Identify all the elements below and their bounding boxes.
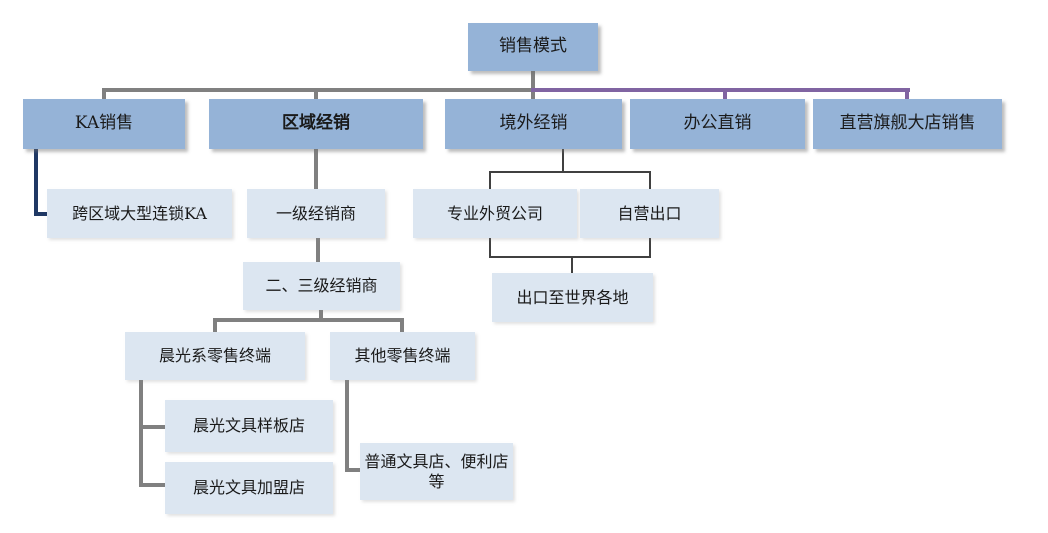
connector-mg-sample-h xyxy=(139,425,167,429)
connector-stub-flagship xyxy=(905,88,909,99)
node-export-worldwide: 出口至世界各地 xyxy=(492,273,653,322)
node-regional-distribution: 区域经销 xyxy=(209,99,423,149)
connector-root-drop xyxy=(531,71,535,99)
connector-export-world-stub xyxy=(571,256,573,273)
connector-trunk-right xyxy=(531,88,910,92)
node-mg-franchise-store: 晨光文具加盟店 xyxy=(165,462,333,514)
connector-ka-elbow-v xyxy=(34,149,38,216)
connector-stub-self-export xyxy=(649,171,651,189)
connector-tier23-drop xyxy=(319,310,323,322)
node-general-stationery-stores: 普通文具店、便利店等 xyxy=(360,443,513,500)
connector-stub-ka-sales xyxy=(102,88,106,99)
connector-tier1-tier23 xyxy=(316,238,320,262)
connector-other-general-h xyxy=(345,468,362,472)
node-mg-sample-store: 晨光文具样板店 xyxy=(165,400,333,452)
node-flagship-store-sales: 直营旗舰大店销售 xyxy=(813,99,1002,149)
connector-stub-other-retail xyxy=(400,318,404,332)
connector-stub-trade xyxy=(489,171,491,189)
node-trade-companies: 专业外贸公司 xyxy=(413,189,577,238)
connector-regional-tier1 xyxy=(314,149,318,189)
node-self-export: 自营出口 xyxy=(580,189,719,238)
node-office-direct-sales: 办公直销 xyxy=(630,99,805,149)
node-mg-retail-terminals: 晨光系零售终端 xyxy=(125,332,305,380)
connector-ka-elbow-h xyxy=(34,212,49,216)
connector-other-children-v xyxy=(345,380,349,472)
connector-export-join-h xyxy=(489,256,651,258)
node-overseas-distribution: 境外经销 xyxy=(445,99,622,149)
node-cross-region-ka: 跨区域大型连锁KA xyxy=(47,189,232,238)
connector-retail-split-h xyxy=(213,318,404,322)
node-other-retail-terminals: 其他零售终端 xyxy=(330,332,475,380)
connector-stub-office-direct xyxy=(723,88,727,99)
connector-self-export-down xyxy=(649,238,651,258)
node-tier23-distributor: 二、三级经销商 xyxy=(243,262,400,310)
node-sales-model: 销售模式 xyxy=(468,23,598,71)
connector-mg-children-v xyxy=(139,380,143,487)
connector-overseas-drop xyxy=(562,149,564,173)
connector-mg-franchise-h xyxy=(139,483,167,487)
connector-stub-mg-retail xyxy=(213,318,217,332)
connector-overseas-split-h xyxy=(489,171,651,173)
connector-stub-regional xyxy=(314,88,318,99)
node-tier1-distributor: 一级经销商 xyxy=(247,189,385,238)
node-ka-sales: KA销售 xyxy=(23,99,185,149)
connector-trade-down xyxy=(489,238,491,258)
